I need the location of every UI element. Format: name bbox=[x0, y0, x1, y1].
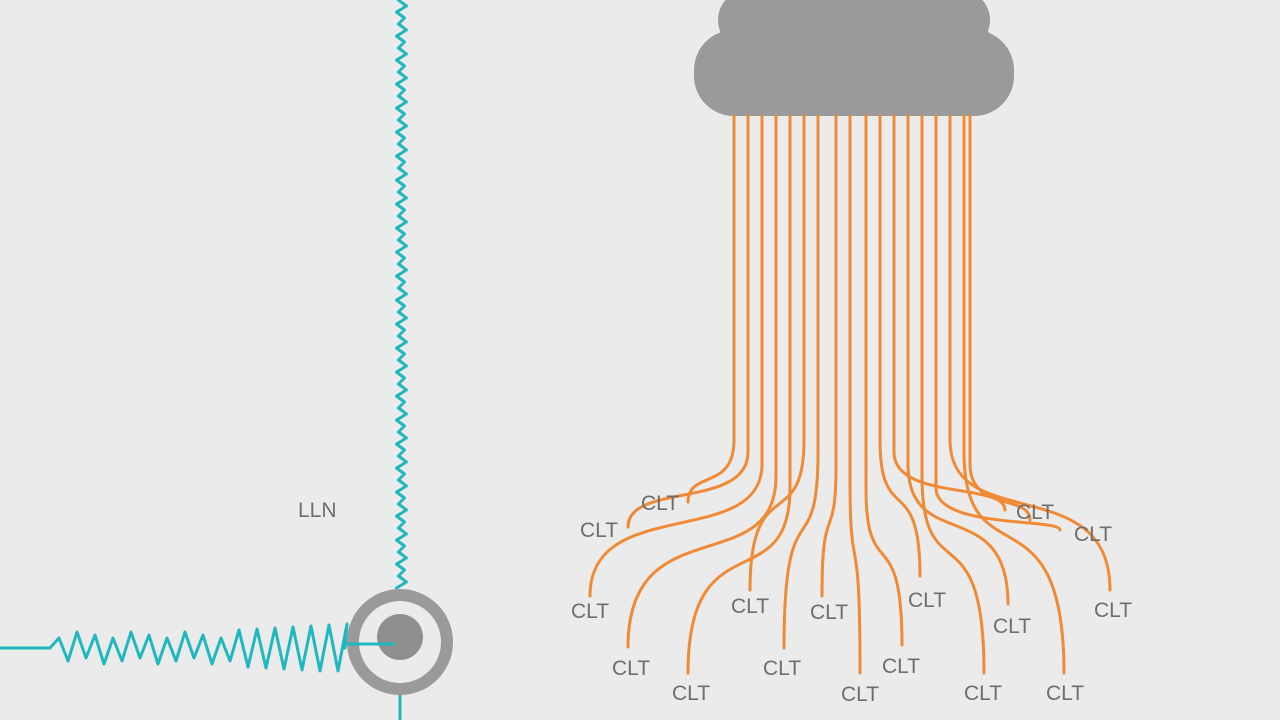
client-label: CLT bbox=[672, 682, 710, 705]
client-label: CLT bbox=[1094, 599, 1132, 622]
node-target-icon bbox=[345, 589, 453, 695]
client-label: CLT bbox=[993, 615, 1031, 638]
fiber-strand bbox=[626, 114, 778, 649]
fiber-strand bbox=[864, 114, 904, 647]
client-label: CLT bbox=[810, 601, 848, 624]
fiber-strand bbox=[686, 114, 792, 675]
client-label: CLT bbox=[882, 655, 920, 678]
fiber-strand bbox=[878, 114, 922, 578]
signal-group bbox=[0, 0, 408, 720]
horizontal-signal-wave bbox=[0, 622, 349, 673]
client-label: CLT bbox=[908, 589, 946, 612]
fiber-strand bbox=[782, 114, 820, 650]
cloud-icon bbox=[694, 0, 1014, 116]
client-label: CLT bbox=[571, 600, 609, 623]
fiber-strand bbox=[906, 114, 1010, 606]
fiber-strand bbox=[962, 114, 1066, 675]
fiber-strand bbox=[748, 114, 806, 592]
client-label: CLT bbox=[1074, 523, 1112, 546]
client-label: CLT bbox=[1046, 682, 1084, 705]
fiber-strand bbox=[920, 114, 986, 675]
fiber-strand bbox=[848, 114, 862, 675]
client-label: CLT bbox=[612, 657, 650, 680]
fiber-strand bbox=[968, 114, 1032, 522]
client-label: CLT bbox=[841, 683, 879, 706]
fiber-strand bbox=[626, 114, 750, 529]
hub-label: LLN bbox=[298, 499, 337, 522]
client-label: CLT bbox=[1016, 501, 1054, 524]
node-core bbox=[377, 614, 423, 660]
client-label: CLT bbox=[580, 519, 618, 542]
fiber-bundle bbox=[588, 114, 1112, 675]
fiber-strand bbox=[820, 114, 838, 598]
fiber-strand bbox=[934, 114, 1062, 532]
client-label: CLT bbox=[641, 492, 679, 515]
vertical-signal-wave bbox=[395, 0, 408, 590]
fiber-strand bbox=[948, 114, 1112, 592]
fiber-strand bbox=[588, 114, 764, 598]
client-label: CLT bbox=[763, 657, 801, 680]
client-labels: CLTCLTCLTCLTCLTCLTCLTCLTCLTCLTCLTCLTCLTC… bbox=[571, 492, 1132, 706]
fiber-strand bbox=[686, 114, 736, 504]
node-outer-ring bbox=[347, 589, 453, 695]
client-label: CLT bbox=[964, 682, 1002, 705]
client-label: CLT bbox=[731, 595, 769, 618]
